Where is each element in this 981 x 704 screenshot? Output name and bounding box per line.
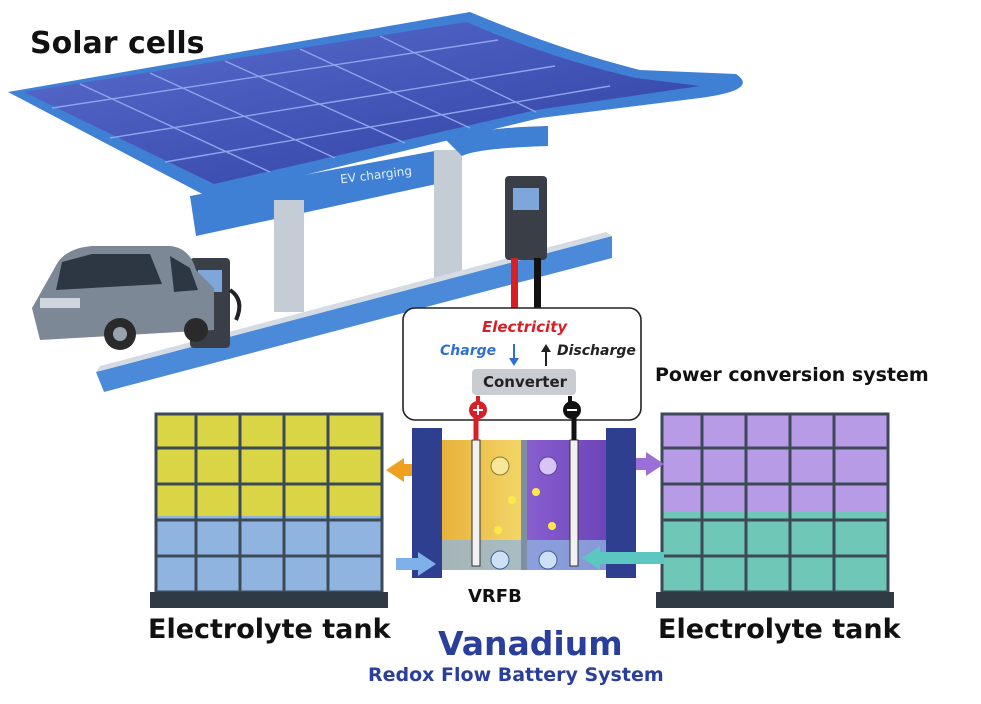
charger-right: [505, 176, 547, 260]
vrfb-label: VRFB: [468, 586, 522, 607]
power-conversion-system-label: Power conversion system: [655, 364, 929, 386]
ion-bubble: [491, 457, 509, 475]
canopy-pillar: [434, 150, 462, 280]
electrode-negative: [570, 440, 578, 566]
solar-cells-label: Solar cells: [30, 26, 205, 61]
discharge-label: Discharge: [557, 343, 636, 359]
electricity-label: Electricity: [482, 318, 567, 336]
converter-label: Converter: [475, 373, 575, 391]
ion-bubble: [491, 551, 509, 569]
electric-car: [32, 246, 214, 350]
car-wheel: [184, 318, 208, 342]
canopy-pillar: [274, 200, 304, 312]
electrolyte-tank-left-label: Electrolyte tank: [148, 614, 391, 645]
flow-arrow-left-out: [386, 458, 412, 482]
vrfb-cell: [412, 401, 636, 578]
electrode-positive: [472, 440, 480, 566]
electrolyte-tank-right-graphic: [656, 414, 894, 608]
electrolyte-tank-right-label: Electrolyte tank: [658, 614, 901, 645]
charge-label: Charge: [440, 343, 496, 359]
electrolyte-tank-left-graphic: [150, 414, 388, 608]
vanadium-title: Vanadium: [438, 624, 623, 663]
flow-arrow-right-out: [636, 452, 664, 476]
redox-flow-battery-system-subtitle: Redox Flow Battery System: [368, 664, 664, 686]
ion-bubble: [539, 551, 557, 569]
ion-bubble: [539, 457, 557, 475]
